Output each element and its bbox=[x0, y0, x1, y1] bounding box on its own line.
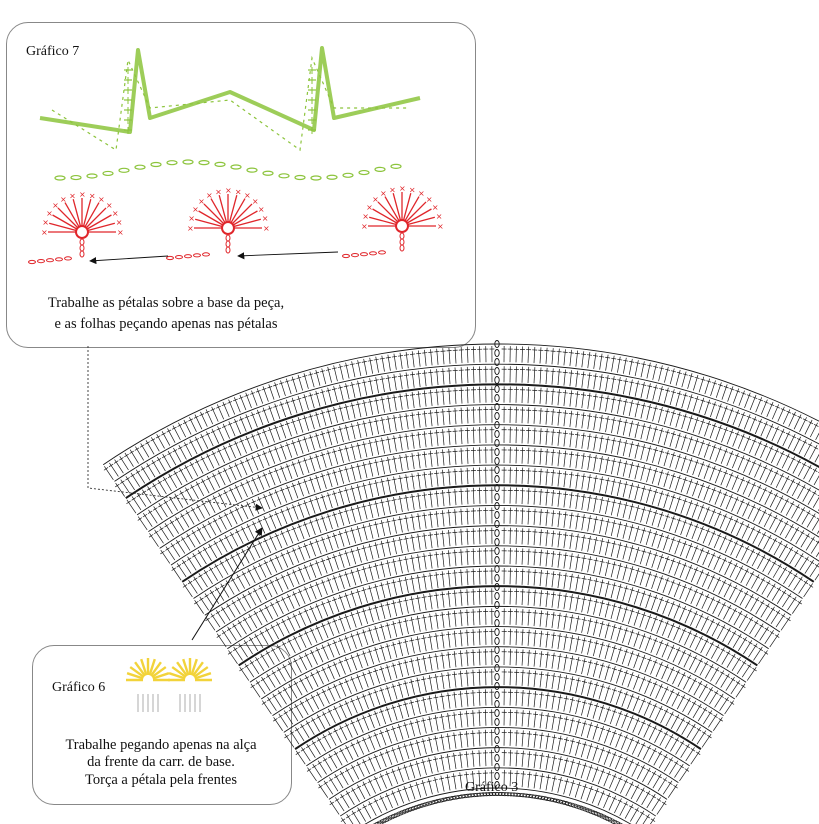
svg-text:×: × bbox=[252, 197, 259, 206]
chart6-petals bbox=[126, 658, 212, 712]
svg-text:×: × bbox=[188, 214, 195, 223]
svg-text:×: × bbox=[79, 190, 86, 199]
pointer-arrow-icon bbox=[87, 251, 339, 641]
svg-text:×: × bbox=[399, 184, 406, 193]
svg-text:×: × bbox=[380, 189, 387, 198]
chart6-note-line3: Torça a pétala pela frentes bbox=[85, 772, 237, 788]
svg-text:×: × bbox=[235, 187, 242, 196]
svg-text:×: × bbox=[46, 209, 53, 218]
svg-text:×: × bbox=[258, 205, 265, 214]
svg-text:×: × bbox=[409, 185, 416, 194]
svg-text:×: × bbox=[112, 209, 119, 218]
chart3-title: Gráfico 3 bbox=[465, 780, 519, 795]
chart6-note-line2: da frente da carr. de base. bbox=[87, 754, 235, 770]
svg-text:×: × bbox=[198, 197, 205, 206]
svg-text:×: × bbox=[117, 228, 124, 237]
svg-text:×: × bbox=[372, 195, 379, 204]
svg-text:×: × bbox=[263, 224, 270, 233]
svg-text:×: × bbox=[432, 203, 439, 212]
svg-text:×: × bbox=[106, 201, 113, 210]
svg-text:×: × bbox=[362, 212, 369, 221]
svg-text:×: × bbox=[89, 191, 96, 200]
svg-text:×: × bbox=[426, 195, 433, 204]
svg-text:×: × bbox=[366, 203, 373, 212]
svg-text:×: × bbox=[52, 201, 59, 210]
chart6-note-line1: Trabalhe pegando apenas na alça bbox=[65, 737, 257, 753]
chart7-title: Gráfico 7 bbox=[26, 44, 80, 59]
chart7-note-line1: Trabalhe as pétalas sobre a base da peça… bbox=[47, 295, 285, 311]
svg-text:×: × bbox=[361, 222, 368, 231]
svg-text:×: × bbox=[69, 191, 76, 200]
svg-text:×: × bbox=[215, 187, 222, 196]
svg-text:×: × bbox=[225, 186, 232, 195]
leaf-stitch-icon bbox=[39, 46, 421, 181]
petal-fan-icon: ××××××××××××××××××××××××××××××××××××××× bbox=[28, 184, 444, 265]
svg-text:×: × bbox=[418, 189, 425, 198]
svg-text:×: × bbox=[206, 191, 213, 200]
svg-text:×: × bbox=[389, 185, 396, 194]
svg-text:×: × bbox=[187, 224, 194, 233]
svg-text:×: × bbox=[436, 212, 443, 221]
svg-text:×: × bbox=[192, 205, 199, 214]
chart3-fan bbox=[102, 340, 819, 824]
svg-text:×: × bbox=[244, 191, 251, 200]
svg-text:×: × bbox=[116, 218, 123, 227]
chart6-title: Gráfico 6 bbox=[52, 680, 106, 695]
svg-text:×: × bbox=[437, 222, 444, 231]
chart7-note-line2: e as folhas peçando apenas nas pétalas bbox=[54, 316, 278, 332]
svg-text:×: × bbox=[98, 195, 105, 204]
svg-text:×: × bbox=[42, 218, 49, 227]
chart6-panel bbox=[32, 645, 292, 805]
svg-text:×: × bbox=[60, 195, 67, 204]
svg-text:×: × bbox=[41, 228, 48, 237]
svg-text:×: × bbox=[262, 214, 269, 223]
chart7-panel bbox=[6, 22, 476, 348]
